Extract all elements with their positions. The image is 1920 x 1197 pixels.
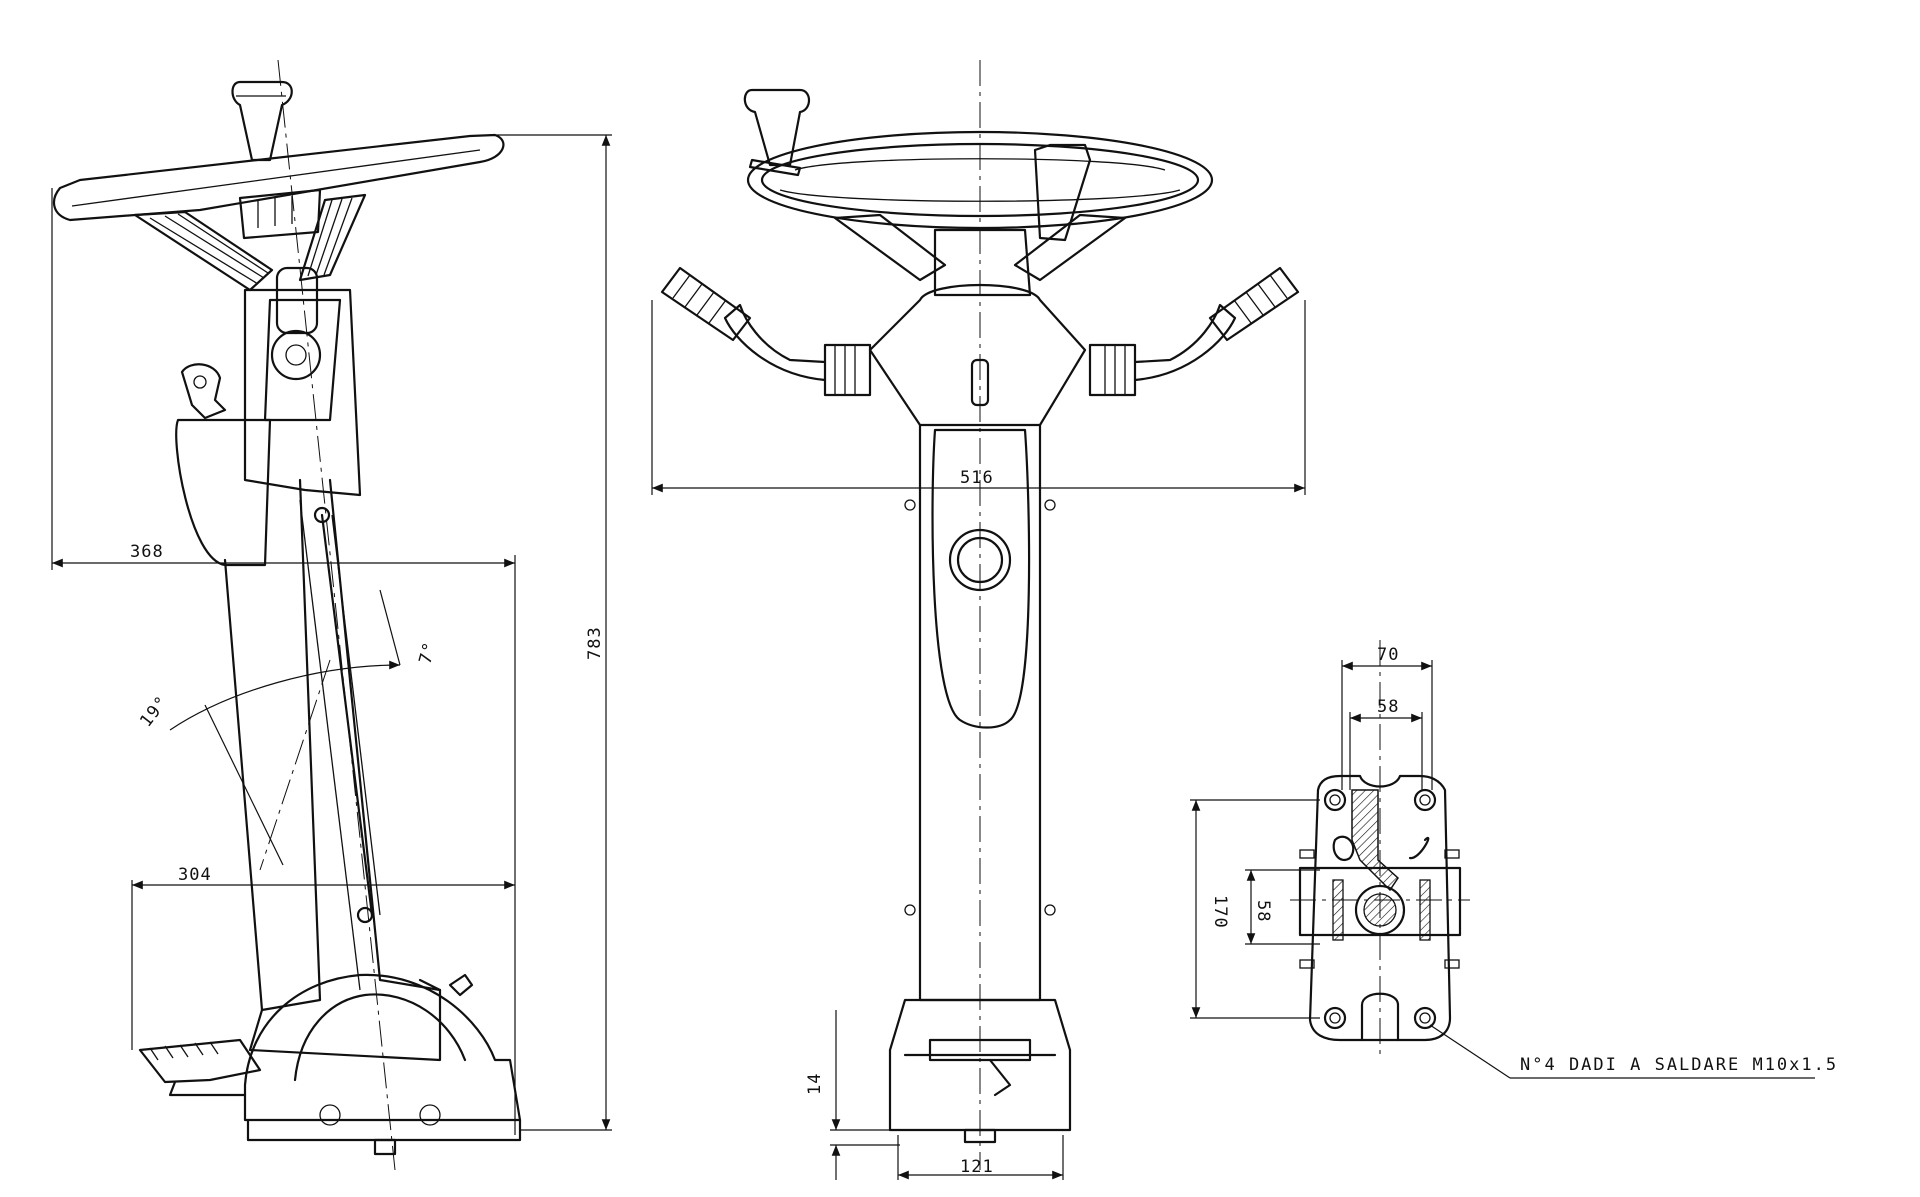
side-ignition-key [180, 363, 227, 420]
dim-304-label: 304 [178, 865, 212, 885]
front-wheel-spoke-left [833, 213, 947, 282]
front-stalk-left-grip [660, 266, 752, 342]
angle-forward-label: 7° [416, 639, 441, 666]
dim-14-label: 14 [805, 1073, 825, 1095]
plate-hole [1323, 1006, 1347, 1030]
plate-center-boss [1354, 884, 1406, 936]
dim-368-label: 368 [130, 542, 164, 562]
front-steering-wheel-rim [746, 130, 1214, 230]
front-ignition-panel [931, 428, 1031, 729]
dim-516-label: 516 [960, 468, 994, 488]
front-stalk-right-grip [1208, 266, 1300, 342]
side-pedal [138, 1038, 262, 1084]
front-view: 516 121 14 [651, 60, 1306, 1180]
angle-back-label: 19° [136, 692, 173, 731]
front-spinner-knob [743, 88, 811, 167]
plate-hole [1413, 1006, 1437, 1030]
plate-hole [1413, 788, 1437, 812]
side-column-head [243, 288, 362, 497]
side-view: 19° 7° 368 304 783 [51, 59, 612, 1171]
mounting-plate-view: 70 58 170 58 N°4 DADI A SALDARE M10x1.5 [1190, 640, 1838, 1079]
dim-58-vertical-label: 58 [1253, 900, 1273, 922]
side-column-tube [223, 478, 322, 1012]
dim-70-label: 70 [1377, 645, 1399, 665]
dim-170-label: 170 [1210, 895, 1230, 929]
side-gas-strut [320, 513, 374, 917]
side-base-housing [243, 973, 522, 1122]
side-spinner-knob [231, 80, 293, 162]
dim-783-label: 783 [585, 626, 605, 660]
note-leader-line [1429, 1024, 1511, 1079]
dim-58-horizontal-label: 58 [1377, 697, 1399, 717]
front-wheel-hub [933, 228, 1032, 297]
front-stalk-left-boot [823, 343, 872, 397]
plate-section-hatch [1351, 789, 1399, 892]
front-ignition-switch [948, 528, 1012, 592]
side-angle-arc [169, 660, 401, 731]
side-ignition-housing [175, 418, 272, 567]
front-base-housing [888, 998, 1072, 1132]
weld-nuts-note: N°4 DADI A SALDARE M10x1.5 [1520, 1055, 1838, 1075]
front-column-head [868, 283, 1087, 427]
side-wheel-hub [238, 188, 322, 240]
plate-hole [1323, 788, 1347, 812]
dim-121-label: 121 [960, 1157, 994, 1177]
side-wheel-spoke-right [298, 193, 367, 282]
mounting-plate-outline [1308, 774, 1452, 1042]
side-wheel-spoke-left [133, 210, 274, 292]
front-wheel-spoke-right [1013, 213, 1127, 282]
side-centerline [277, 59, 396, 1171]
